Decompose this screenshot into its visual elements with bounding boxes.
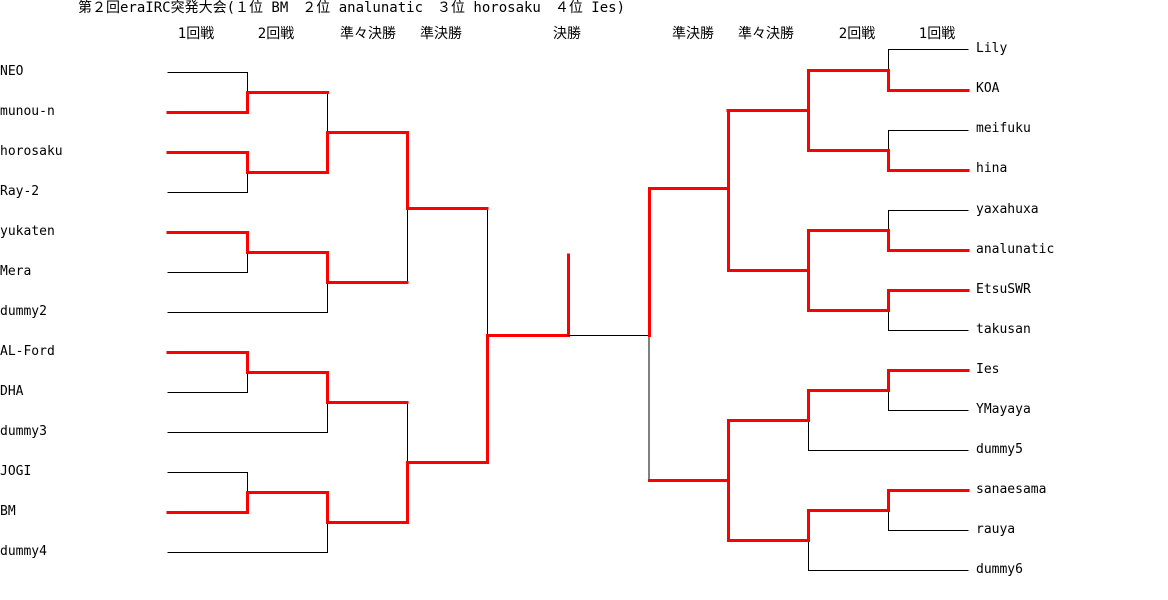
player-name: JOGI (0, 464, 32, 479)
left-winner-lines (166, 91, 570, 524)
round-header-right-qf: 準々決勝 (738, 26, 794, 42)
round-header-right-1: 1回戦 (918, 26, 956, 42)
player-name: NEO (0, 64, 24, 79)
player-name: yaxahuxa (976, 202, 1039, 217)
player-name: analunatic (976, 242, 1055, 257)
player-name: horosaku (0, 144, 63, 159)
player-name: AL-Ford (0, 344, 55, 359)
round-header-left-1: 1回戦 (177, 26, 215, 42)
page-title: 第２回eraIRC突発大会(１位 BM ２位 analunatic ３位 hor… (78, 0, 626, 16)
player-name: sanaesama (976, 482, 1047, 497)
round-header-right-2: 2回戦 (838, 26, 876, 42)
player-name: Lily (976, 41, 1008, 56)
player-name: meifuku (976, 121, 1031, 136)
player-name: hina (976, 161, 1008, 176)
player-name: KOA (976, 81, 1000, 96)
player-name: rauya (976, 522, 1016, 537)
round-header-final: 決勝 (553, 26, 581, 42)
player-name: dummy2 (0, 304, 47, 319)
player-name: yukaten (0, 224, 55, 239)
right-winner-lines (648, 69, 970, 542)
round-header-left-2: 2回戦 (257, 26, 295, 42)
player-name: dummy3 (0, 424, 47, 439)
round-header-left-sf: 準決勝 (420, 26, 462, 42)
round-header-left-qf: 準々決勝 (340, 26, 396, 42)
player-name: Ray-2 (0, 184, 40, 199)
player-name: BM (0, 504, 16, 519)
round-header-right-sf: 準決勝 (672, 26, 714, 42)
player-name: munou-n (0, 104, 55, 119)
player-name: YMayaya (976, 402, 1031, 417)
player-name: dummy5 (976, 442, 1023, 457)
player-name: Ies (976, 362, 1000, 377)
player-name: dummy4 (0, 544, 47, 559)
player-name: DHA (0, 384, 24, 399)
player-name: Mera (0, 264, 32, 279)
player-name: dummy6 (976, 562, 1023, 577)
player-name: EtsuSWR (976, 282, 1031, 297)
player-name: takusan (976, 322, 1031, 337)
